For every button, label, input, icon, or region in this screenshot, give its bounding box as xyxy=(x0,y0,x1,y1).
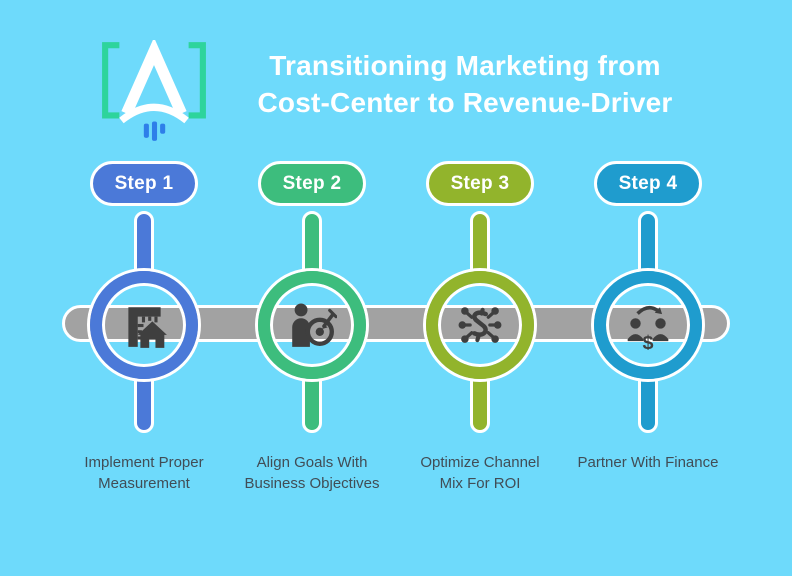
people-dollar-exchange-icon: $ xyxy=(623,300,673,350)
dollar-glyph: $ xyxy=(642,332,653,350)
logo-left-bracket xyxy=(102,42,120,119)
step-1-pill: Step 1 xyxy=(90,161,198,206)
dollar-channels-icon xyxy=(455,300,505,350)
logo xyxy=(98,37,210,142)
logo-thrust-line xyxy=(143,123,149,138)
step-column-1: Step 1 Implement Proper Measurement xyxy=(54,0,234,576)
step-1-pill-label: Step 1 xyxy=(114,172,174,194)
person-target-icon xyxy=(287,300,337,350)
step-column-3: Step 3 Optimize Channel Mix For ROI xyxy=(390,0,570,576)
step-3-pill: Step 3 xyxy=(426,161,534,206)
logo-letter-a xyxy=(121,37,187,116)
step-1-circle xyxy=(90,271,198,379)
step-3-caption: Optimize Channel Mix For ROI xyxy=(420,454,540,492)
step-2-circle xyxy=(258,271,366,379)
ruler-house-icon xyxy=(119,300,169,350)
step-2-caption: Align Goals With Business Objectives xyxy=(244,454,380,492)
title-line-2: Cost-Center to Revenue-Driver xyxy=(257,87,673,118)
step-2-pill-label: Step 2 xyxy=(282,172,342,194)
logo-right-bracket xyxy=(188,42,206,119)
page-title: Transitioning Marketing from Cost-Center… xyxy=(222,47,708,121)
step-4-pill: Step 4 xyxy=(594,161,702,206)
logo-arc xyxy=(119,103,189,124)
step-1-caption: Implement Proper Measurement xyxy=(84,454,204,492)
step-4-circle: $ xyxy=(594,271,702,379)
step-2-pill: Step 2 xyxy=(258,161,366,206)
title-line-1: Transitioning Marketing from xyxy=(269,50,661,81)
logo-thrust-line xyxy=(160,123,166,134)
step-column-4: Step 4 $ Partner With Finance xyxy=(558,0,738,576)
step-4-pill-label: Step 4 xyxy=(618,172,678,194)
step-3-pill-label: Step 3 xyxy=(450,172,510,194)
step-column-2: Step 2 Align Goals With Business Objecti… xyxy=(222,0,402,576)
step-4-caption: Partner With Finance xyxy=(577,454,719,471)
a-launch-brackets-logo xyxy=(102,37,206,141)
step-3-circle xyxy=(426,271,534,379)
logo-thrust-line xyxy=(151,121,158,141)
